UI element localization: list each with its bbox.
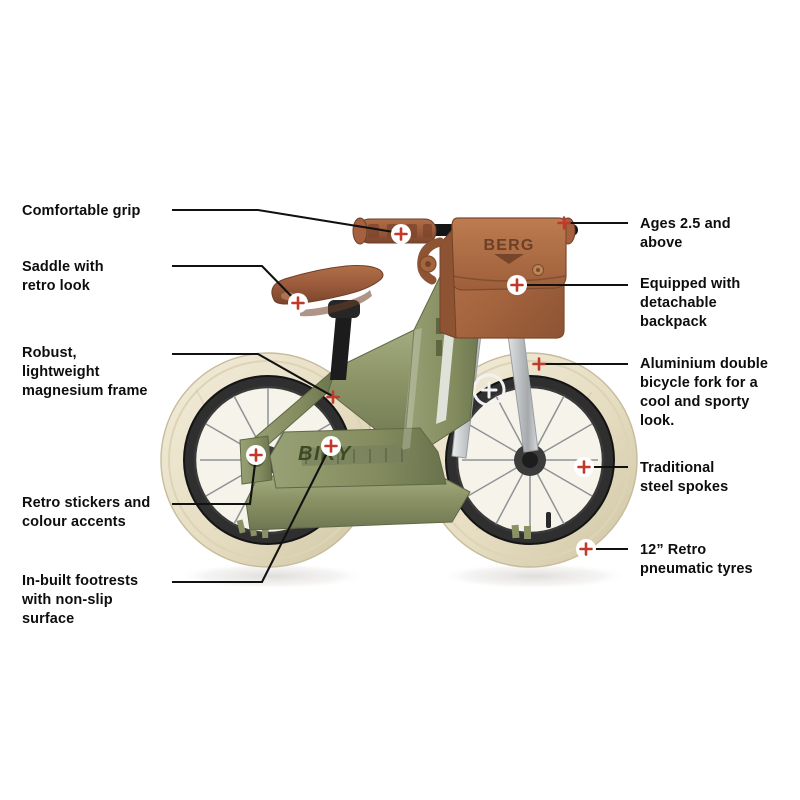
callout-label-magnesium-frame: Robust, lightweight magnesium frame — [22, 345, 148, 399]
callout-label-aluminium-double-fork: Aluminium double bicycle fork for a cool… — [640, 356, 769, 429]
callout-label-inbuilt-footrests: In-built footrests with non-slip surface — [22, 573, 139, 627]
callout-label-retro-stickers: Retro stickers and colour accents — [22, 495, 151, 530]
callout-label-retro-pneumatic-tyres: 12” Retro pneumatic tyres — [640, 542, 753, 577]
frame-logo-mark — [436, 318, 442, 356]
saddle — [271, 265, 384, 317]
left-grip — [352, 217, 437, 245]
front-rim-accent — [511, 524, 531, 539]
in-built-footrest — [269, 427, 447, 489]
callout-label-saddle-retro-look: Saddle with retro look — [22, 259, 104, 294]
callout-label-ages-2-5-and-above: Ages 2.5 and above — [640, 216, 731, 251]
berg-logo: BERG — [483, 237, 534, 264]
biky-sticker: BIKY — [298, 443, 352, 465]
front-wheel — [422, 352, 638, 568]
callout-label-traditional-steel-spokes: Traditional steel spokes — [640, 460, 729, 495]
callout-label-comfortable-grip: Comfortable grip — [22, 203, 141, 219]
biky-sticker-text: BIKY — [298, 443, 352, 465]
berg-logo-text: BERG — [483, 237, 534, 254]
callout-label-detachable-backpack: Equipped with detachable backpack — [640, 276, 741, 330]
